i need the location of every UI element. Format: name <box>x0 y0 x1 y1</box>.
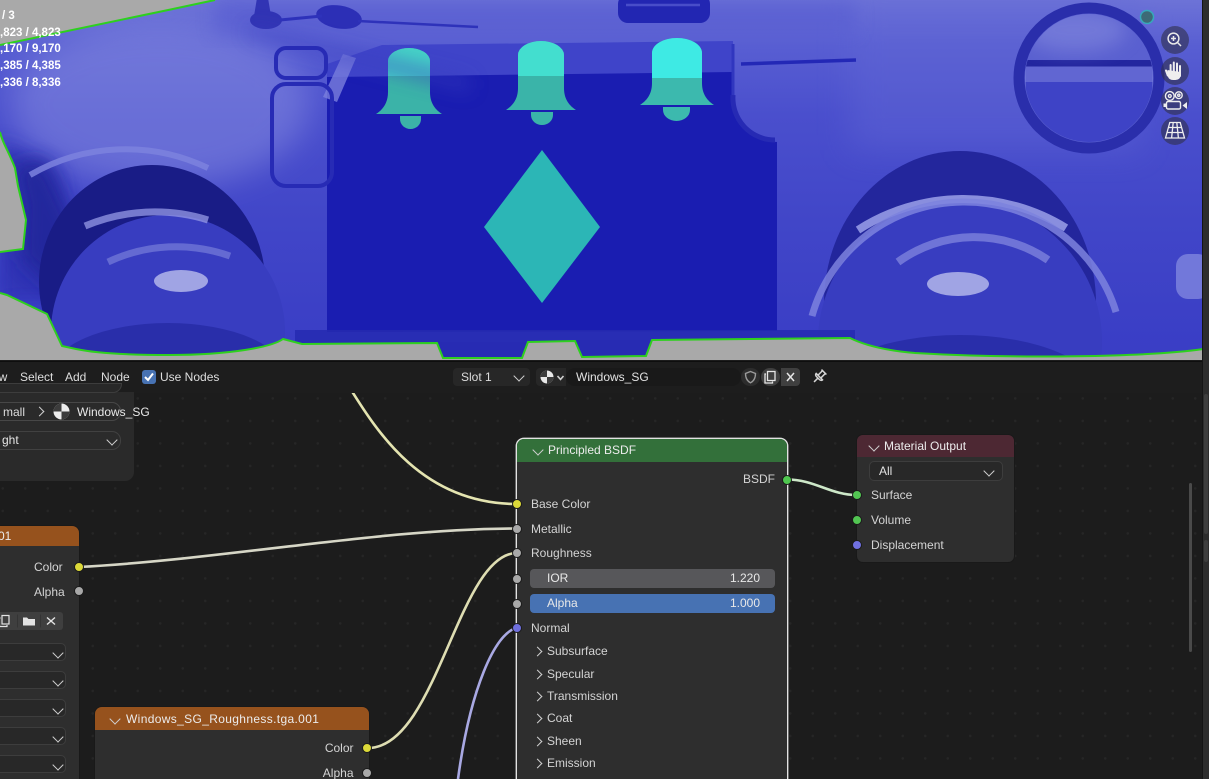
svg-text:,823 / 4,823: ,823 / 4,823 <box>0 27 61 39</box>
svg-text:,385 / 4,385: ,385 / 4,385 <box>0 60 61 72</box>
svg-text:/ 3: / 3 <box>2 10 15 22</box>
svg-text:,170 / 9,170: ,170 / 9,170 <box>0 43 61 55</box>
svg-text:,336 / 8,336: ,336 / 8,336 <box>0 77 61 89</box>
